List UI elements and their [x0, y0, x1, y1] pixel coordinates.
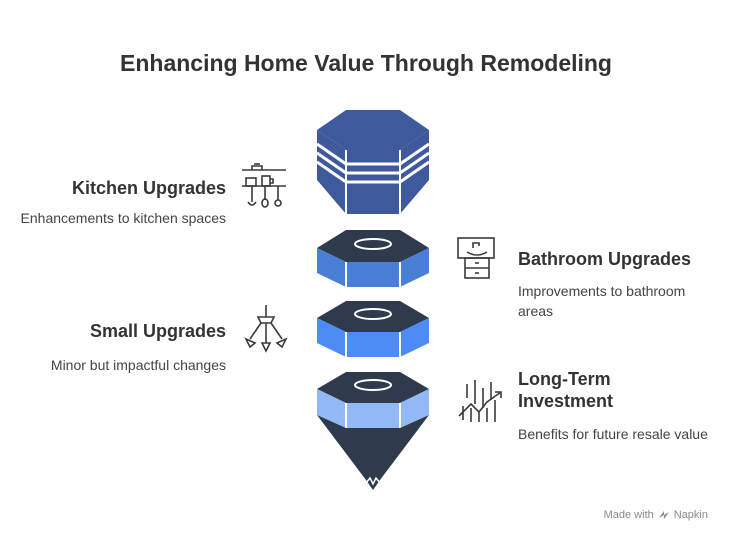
diagram-title: Enhancing Home Value Through Remodeling — [120, 50, 612, 76]
napkin-logo-icon — [658, 511, 669, 519]
heading-bathroom-upgrades: Bathroom Upgrades — [518, 249, 692, 269]
footer-prefix: Made with — [603, 509, 654, 521]
stack-layer-small-upgrades — [317, 301, 429, 357]
footer-brand: Napkin — [673, 509, 708, 521]
made-with-napkin-badge: Made with Napkin — [604, 509, 708, 521]
heading-kitchen-upgrades: Kitchen Upgrades — [71, 178, 226, 198]
description-kitchen-upgrades: Enhancements to kitchen spaces — [20, 210, 226, 226]
pendant-lamp-icon — [244, 305, 288, 353]
growth-chart-icon — [458, 380, 502, 422]
bathroom-vanity-icon — [457, 237, 495, 279]
description-small-upgrades: Minor but impactful changes — [50, 357, 226, 373]
heading-long-term-investment: Long-Term Investment — [518, 369, 614, 411]
description-bathroom-upgrades: Improvements to bathroom areas — [518, 283, 686, 319]
kitchen-icon — [242, 163, 286, 208]
heading-small-upgrades: Small Upgrades — [89, 321, 226, 341]
stack-layer-long-term — [317, 372, 429, 428]
description-long-term-investment: Benefits for future resale value — [518, 426, 708, 442]
stack-layer-bathroom — [317, 230, 429, 287]
stack-layer-kitchen — [316, 110, 430, 214]
stack-cone-tip — [317, 415, 429, 490]
